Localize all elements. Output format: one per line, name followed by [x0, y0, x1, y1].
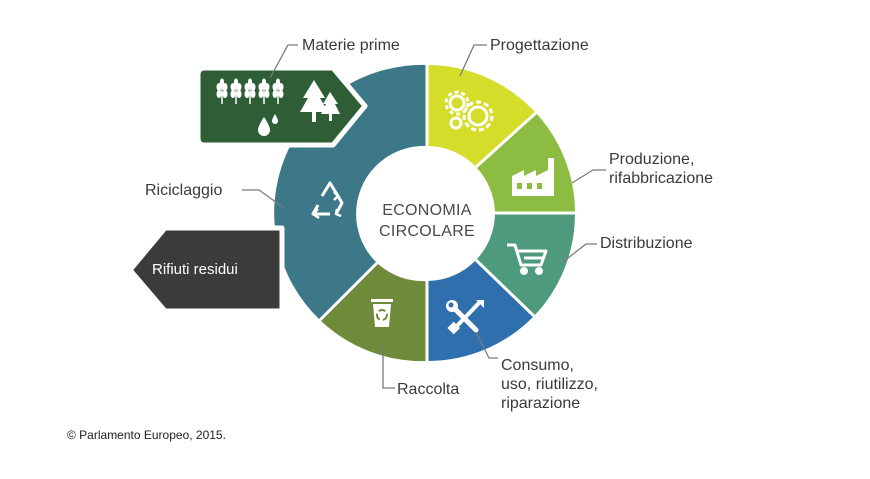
segment-raccolta	[320, 263, 427, 362]
label-raccolta: Raccolta	[397, 381, 460, 398]
center-line-1: ECONOMIA	[382, 202, 472, 219]
label-produzione: Produzione, rifabbricazione	[609, 151, 714, 187]
recycle-icon	[311, 181, 344, 220]
cart-icon	[507, 243, 548, 275]
label-rifiuti-residui: Rifiuti residui	[152, 261, 238, 278]
segment-separators	[316, 62, 578, 364]
copyright-credit: © Parlamento Europeo, 2015.	[67, 428, 226, 442]
label-consumo: Consumo, uso, riutilizzo, riparazione	[501, 357, 598, 412]
segment-progettazione	[427, 65, 536, 167]
factory-icon	[512, 158, 554, 196]
leader-lines	[242, 44, 606, 389]
center-line-2: CIRCOLARE	[378, 223, 476, 240]
gears-icon	[444, 90, 494, 132]
water-drop-icon	[258, 114, 278, 136]
segment-consumo	[427, 260, 534, 362]
label-materie-prime: Materie prime	[302, 37, 400, 54]
label-progettazione: Progettazione	[490, 37, 589, 54]
label-distribuzione: Distribuzione	[600, 235, 693, 252]
label-riciclaggio: Riciclaggio	[145, 182, 223, 199]
center-title: ECONOMIA CIRCOLARE	[367, 200, 487, 242]
tools-icon	[446, 300, 484, 335]
rifiuti-residui-tag	[127, 225, 285, 314]
recycle-bin-icon	[371, 299, 393, 327]
tree-icon	[300, 80, 340, 122]
wheat-icon	[216, 78, 284, 104]
